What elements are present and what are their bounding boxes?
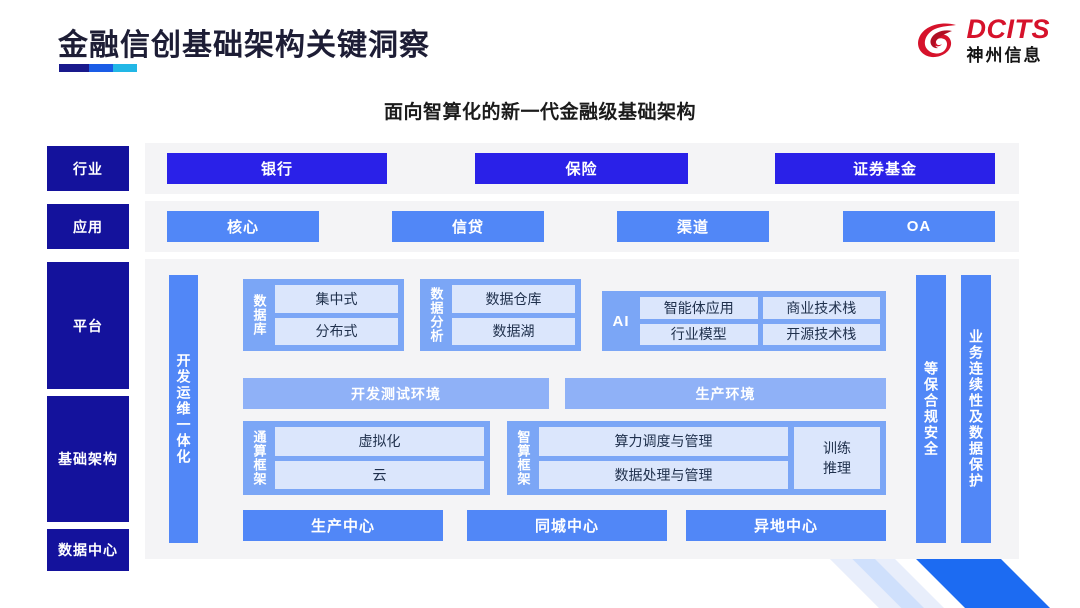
group-ai-cells: 智能体应用 商业技术栈 行业模型 开源技术栈 xyxy=(640,297,880,345)
industry-chip-securities-fund[interactable]: 证券基金 xyxy=(775,153,995,184)
group-general-compute-framework[interactable]: 通算框架 虚拟化 云 xyxy=(243,421,490,495)
industry-row-panel: 银行 保险 证券基金 xyxy=(145,143,1019,194)
accent-segment-3 xyxy=(113,64,137,72)
rail-label-platform: 平台 xyxy=(47,262,129,389)
cell-commercial-tech-stack[interactable]: 商业技术栈 xyxy=(762,297,880,319)
cell-open-source-tech-stack[interactable]: 开源技术栈 xyxy=(762,323,880,345)
bar-dev-test-environment[interactable]: 开发测试环境 xyxy=(243,378,549,409)
datacenter-same-city[interactable]: 同城中心 xyxy=(467,510,667,541)
group-data-analytics-label: 数据分析 xyxy=(428,287,444,343)
group-data-analytics[interactable]: 数据分析 数据仓库 数据湖 xyxy=(420,279,581,351)
group-intelligent-compute-body: 算力调度与管理 数据处理与管理 训练 推理 xyxy=(539,427,880,489)
cell-training-inference[interactable]: 训练 推理 xyxy=(794,427,880,489)
rail-label-infrastructure: 基础架构 xyxy=(47,396,129,522)
cell-distributed[interactable]: 分布式 xyxy=(275,317,398,345)
group-ai-label: AI xyxy=(612,312,630,330)
brand-logo: DCITS 神州信息 xyxy=(916,16,1051,64)
app-chip-oa[interactable]: OA xyxy=(843,211,995,242)
logo-text: DCITS 神州信息 xyxy=(966,14,1051,65)
slide-header: 金融信创基础架构关键洞察 DCITS 神州信息 xyxy=(0,0,1080,84)
group-database-cells: 集中式 分布式 xyxy=(275,285,398,345)
group-intelligent-compute-label: 智算框架 xyxy=(515,430,531,486)
vertical-bar-business-continuity[interactable]: 业务连续性及数据保护 xyxy=(961,275,991,543)
cell-industry-model[interactable]: 行业模型 xyxy=(640,323,758,345)
datacenter-production[interactable]: 生产中心 xyxy=(243,510,443,541)
group-general-compute-label: 通算框架 xyxy=(251,430,267,486)
platform-content-area: 数据库 集中式 分布式 数据分析 数据仓库 数据湖 AI 智能体应用 商业技术栈… xyxy=(240,275,902,543)
cell-data-warehouse[interactable]: 数据仓库 xyxy=(452,285,575,313)
group-general-compute-cells: 虚拟化 云 xyxy=(275,427,484,489)
application-row-panel: 核心 信贷 渠道 OA xyxy=(145,201,1019,252)
app-chip-channel[interactable]: 渠道 xyxy=(617,211,769,242)
industry-chip-insurance[interactable]: 保险 xyxy=(475,153,688,184)
group-database[interactable]: 数据库 集中式 分布式 xyxy=(243,279,404,351)
diagram-subtitle: 面向智算化的新一代金融级基础架构 xyxy=(383,102,696,123)
page-title: 金融信创基础架构关键洞察 xyxy=(58,29,430,62)
industry-chip-bank[interactable]: 银行 xyxy=(167,153,387,184)
accent-segment-1 xyxy=(59,64,89,72)
group-ai[interactable]: AI 智能体应用 商业技术栈 行业模型 开源技术栈 xyxy=(602,291,886,351)
vertical-bar-security-compliance[interactable]: 等保合规安全 xyxy=(916,275,946,543)
app-chip-core[interactable]: 核心 xyxy=(167,211,319,242)
cell-centralized[interactable]: 集中式 xyxy=(275,285,398,313)
logo-text-en: DCITS xyxy=(966,14,1050,44)
rail-label-industry: 行业 xyxy=(47,146,129,191)
cell-compute-scheduling-management[interactable]: 算力调度与管理 xyxy=(539,427,788,456)
title-accent-bar xyxy=(59,64,137,72)
cell-virtualization[interactable]: 虚拟化 xyxy=(275,427,484,456)
rail-label-datacenter: 数据中心 xyxy=(47,529,129,571)
cell-training-label: 训练 xyxy=(823,439,851,456)
group-data-analytics-cells: 数据仓库 数据湖 xyxy=(452,285,575,345)
cell-data-lake[interactable]: 数据湖 xyxy=(452,317,575,345)
cell-cloud[interactable]: 云 xyxy=(275,460,484,489)
accent-segment-2 xyxy=(89,64,113,72)
group-intelligent-compute-cells: 算力调度与管理 数据处理与管理 xyxy=(539,427,788,489)
cell-agent-application[interactable]: 智能体应用 xyxy=(640,297,758,319)
app-chip-credit[interactable]: 信贷 xyxy=(392,211,544,242)
group-intelligent-compute-framework[interactable]: 智算框架 算力调度与管理 数据处理与管理 训练 推理 xyxy=(507,421,886,495)
datacenter-remote[interactable]: 异地中心 xyxy=(686,510,886,541)
group-database-label: 数据库 xyxy=(251,294,267,336)
logo-text-cn: 神州信息 xyxy=(966,46,1043,65)
dcits-swirl-icon xyxy=(917,23,956,58)
cell-inference-label: 推理 xyxy=(823,460,851,476)
bar-production-environment[interactable]: 生产环境 xyxy=(565,378,886,409)
vertical-bar-devops[interactable]: 开发运维一体化 xyxy=(169,275,198,543)
cell-data-processing-management[interactable]: 数据处理与管理 xyxy=(539,460,788,489)
rail-label-application: 应用 xyxy=(47,204,129,249)
